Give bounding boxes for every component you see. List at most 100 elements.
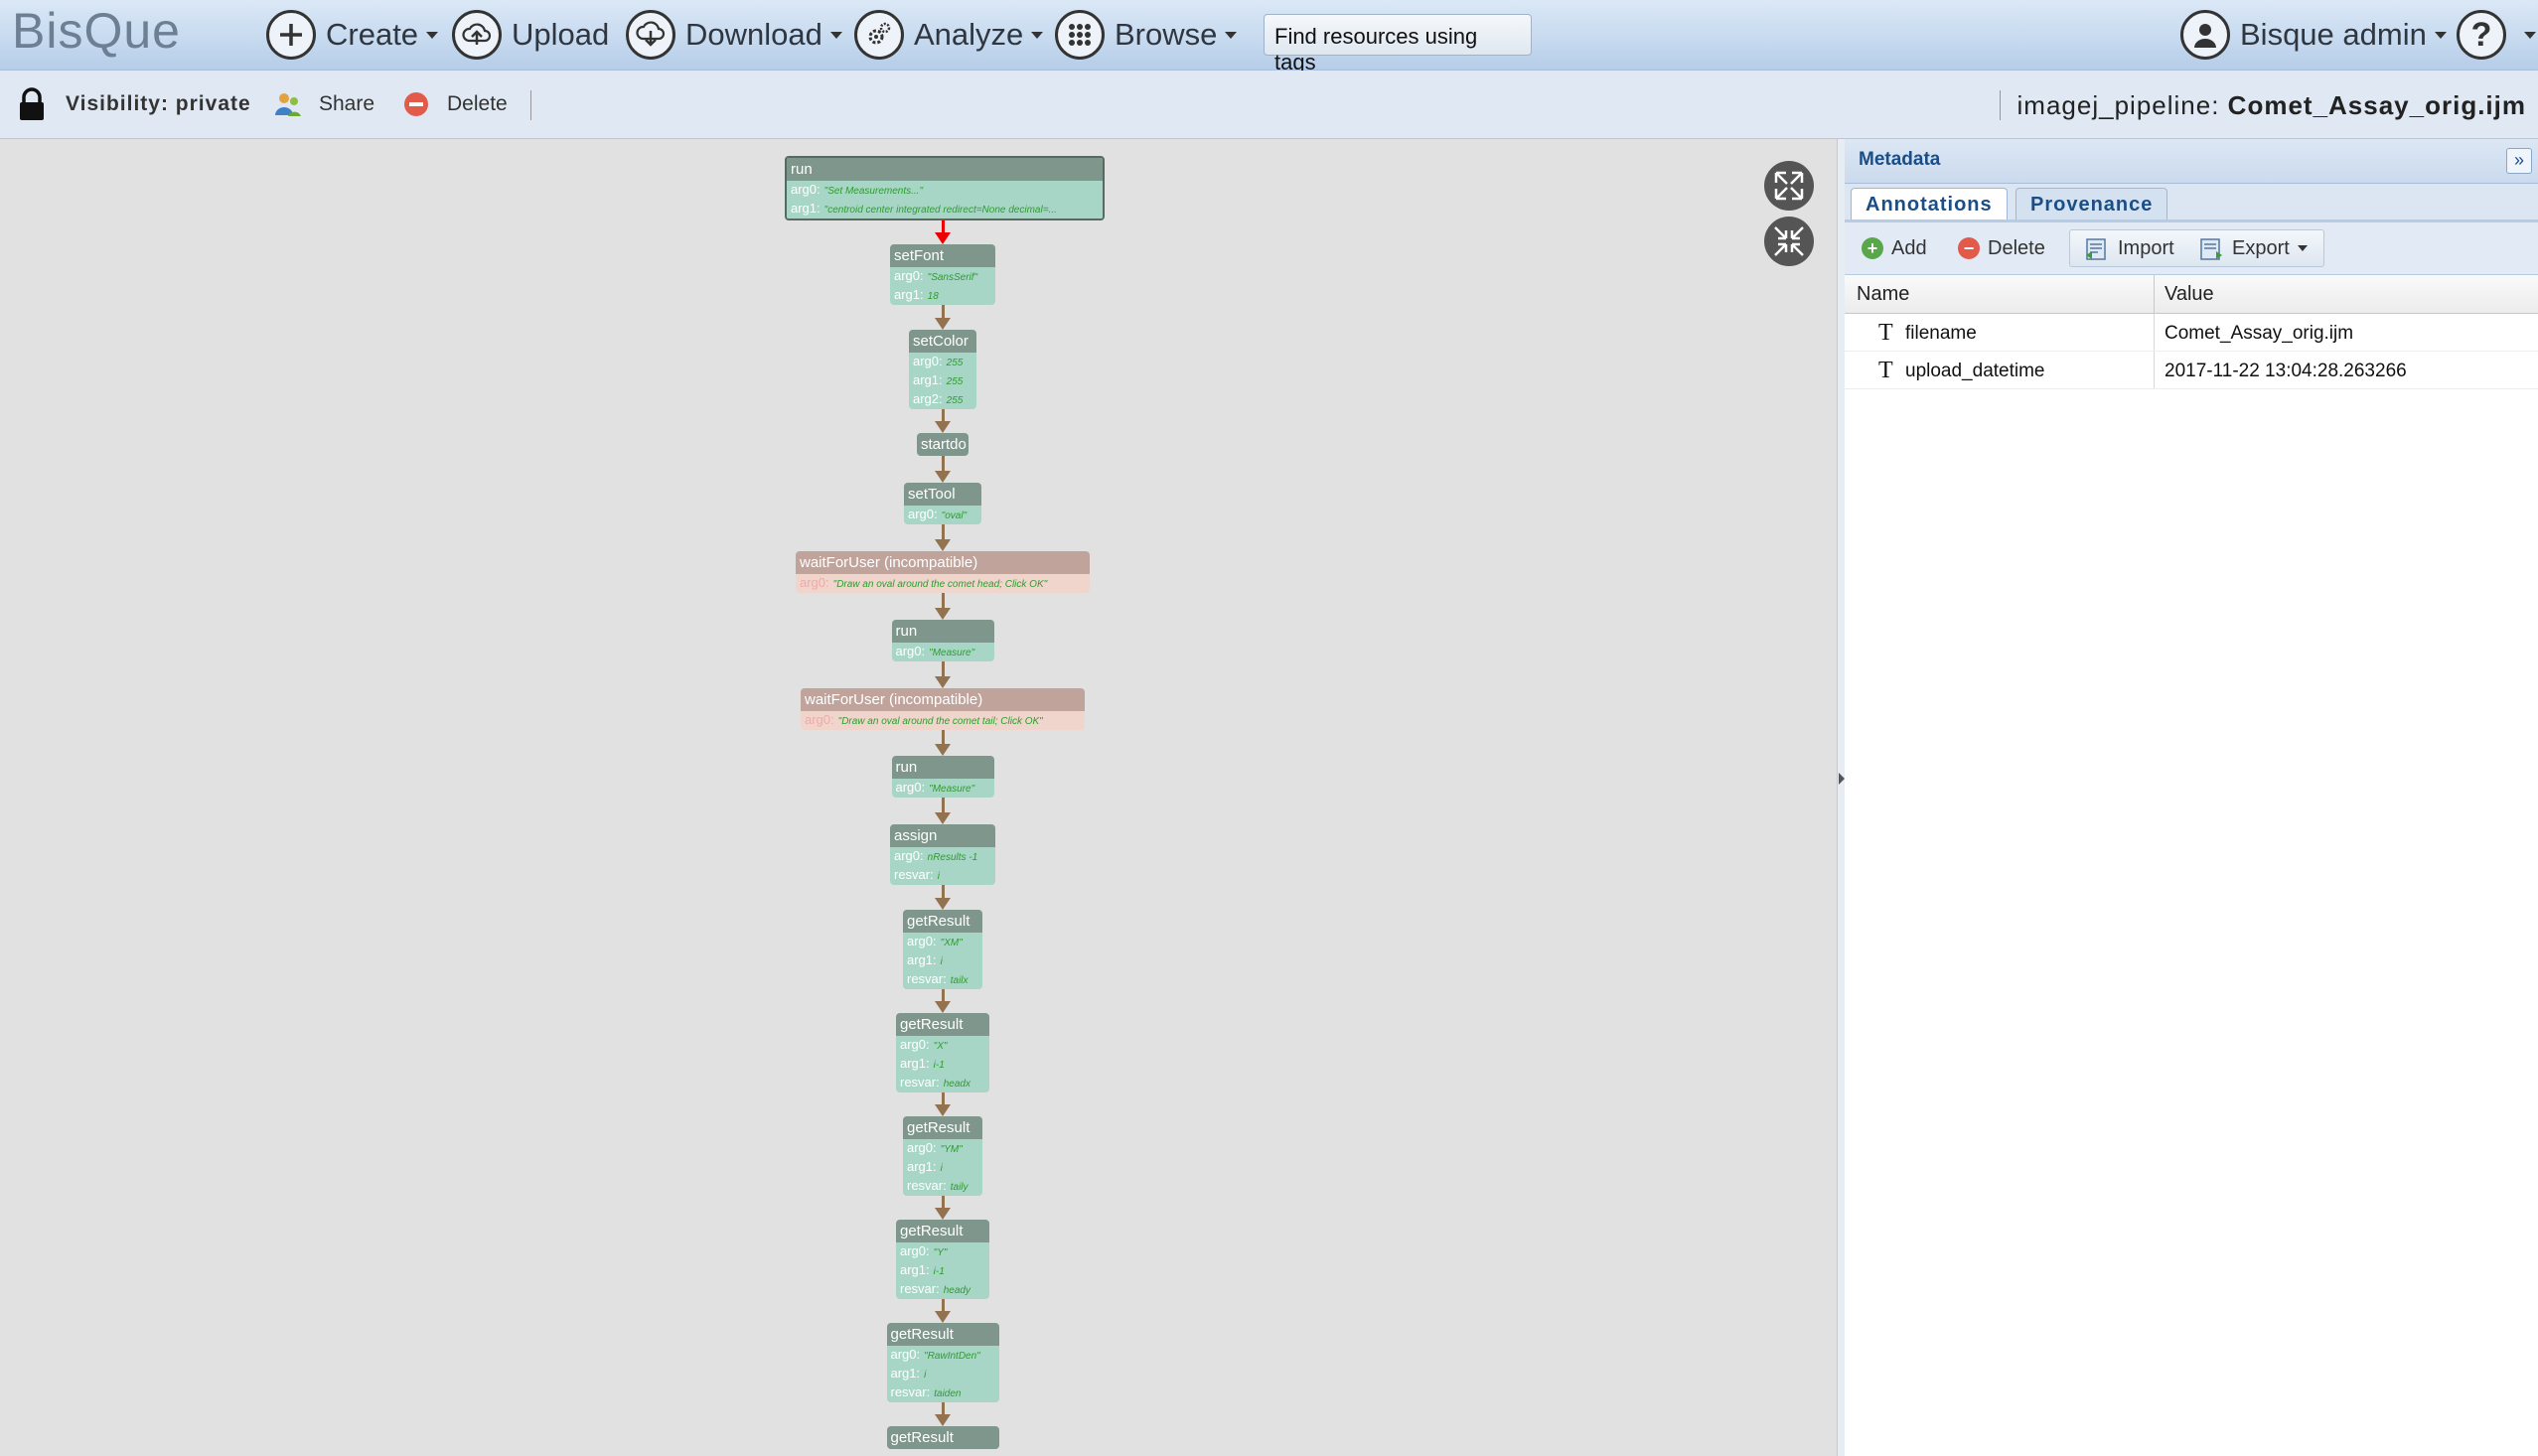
annotation-value[interactable]: 2017-11-22 13:04:28.263266: [2165, 361, 2407, 381]
connector-arrow-icon: [935, 676, 951, 688]
chevron-down-icon: [2297, 245, 2308, 251]
arg-key: arg1:: [791, 201, 821, 216]
pipeline-step-arg: resvar:heady: [896, 1280, 989, 1299]
cell-divider: [2154, 314, 2155, 351]
download-menu[interactable]: Download: [626, 8, 842, 62]
tag-search-input[interactable]: Find resources using tags: [1264, 14, 1532, 74]
share-label: Share: [319, 92, 375, 115]
pipeline-step[interactable]: waitForUser (incompatible)arg0:"Draw an …: [801, 688, 1085, 730]
chevron-down-icon: [426, 31, 439, 39]
pipeline-step-title: getResult: [896, 1013, 989, 1036]
bisque-logo[interactable]: BisQue: [12, 3, 181, 59]
pipeline-step-arg: arg1:255: [909, 371, 976, 390]
connector-arrow-icon: [935, 471, 951, 483]
arg-key: arg1:: [900, 1056, 930, 1071]
pipeline-step-title: startdo: [917, 433, 969, 456]
column-value[interactable]: Value: [2165, 283, 2214, 305]
metadata-tools: + Add − Delete Import Export: [1845, 222, 2538, 275]
pipeline-step-arg: arg1:i: [903, 1158, 982, 1177]
arg-key: arg2:: [913, 391, 943, 406]
arg-value: "centroid center integrated redirect=Non…: [823, 205, 1057, 216]
pipeline-step-arg: arg1:i: [886, 1365, 999, 1383]
arg-value: "oval": [941, 510, 968, 521]
column-divider[interactable]: [2154, 275, 2155, 313]
help-menu[interactable]: ?: [2457, 8, 2536, 62]
pipeline-step-arg: arg1:i: [903, 951, 982, 970]
pipeline-step-title: getResult: [903, 1116, 982, 1139]
connector-line: [942, 456, 945, 473]
pipeline-step[interactable]: getResult: [886, 1426, 999, 1449]
import-button[interactable]: Import: [2073, 229, 2185, 267]
browse-menu[interactable]: Browse: [1055, 8, 1238, 62]
visibility-label: Visibility: private: [66, 92, 251, 115]
create-menu[interactable]: Create: [266, 8, 439, 62]
help-icon: ?: [2457, 10, 2506, 60]
annotation-name[interactable]: filename: [1905, 323, 1977, 344]
connector-arrow-icon: [935, 608, 951, 620]
metadata-title: Metadata: [1859, 149, 1941, 170]
pipeline-step-title: getResult: [903, 910, 982, 933]
connector-line: [942, 730, 945, 746]
collapse-panel-icon[interactable]: »: [2506, 148, 2532, 174]
pipeline-step-title: setTool: [904, 483, 981, 506]
grid-icon: [1055, 10, 1105, 60]
arg-key: resvar:: [894, 867, 934, 882]
create-label: Create: [326, 17, 419, 52]
panel-splitter[interactable]: [1837, 139, 1846, 1456]
upload-button[interactable]: Upload: [452, 8, 609, 62]
arg-value: taily: [950, 1182, 969, 1193]
connector-arrow-icon: [935, 1001, 951, 1013]
tab-provenance[interactable]: Provenance: [2015, 188, 2168, 219]
collapse-arrow-icon[interactable]: [1839, 773, 1845, 785]
pipeline-step[interactable]: startdo: [917, 433, 969, 456]
pipeline-step[interactable]: waitForUser (incompatible)arg0:"Draw an …: [796, 551, 1090, 593]
pipeline-step-arg: arg2:255: [909, 390, 976, 409]
share-button[interactable]: Share: [273, 71, 374, 138]
column-name[interactable]: Name: [1857, 283, 1910, 305]
delete-annotation-button[interactable]: − Delete: [1947, 229, 2056, 267]
user-menu[interactable]: Bisque admin: [2180, 8, 2447, 62]
pipeline-step-arg: arg0:"YM": [903, 1139, 982, 1158]
analyze-menu[interactable]: Analyze: [854, 8, 1044, 62]
export-menu[interactable]: Export: [2187, 229, 2318, 267]
expand-button[interactable]: [1764, 161, 1814, 211]
arg-key: arg0:: [913, 354, 943, 368]
connector-arrow-icon: [935, 744, 951, 756]
connector-arrow-icon: [935, 318, 951, 330]
export-icon: [2200, 238, 2222, 260]
top-navigation-bar: BisQue Create Upload Download Analyze Br…: [0, 0, 2538, 74]
add-annotation-button[interactable]: + Add: [1851, 229, 1938, 267]
connector-arrow-icon: [935, 232, 951, 244]
export-label: Export: [2232, 236, 2290, 259]
user-avatar-icon: [2180, 10, 2230, 60]
pipeline-step-arg: arg0:"Draw an oval around the comet tail…: [801, 711, 1085, 730]
arg-value: "Draw an oval around the comet head; Cli…: [832, 579, 1048, 590]
delete-resource-button[interactable]: Delete: [403, 71, 508, 138]
tab-annotations[interactable]: Annotations: [1851, 188, 2008, 219]
pipeline-step-arg: arg0:"Set Measurements...": [787, 181, 1103, 200]
pipeline-step-title: getResult: [886, 1323, 999, 1346]
annotation-value[interactable]: Comet_Assay_orig.ijm: [2165, 323, 2354, 344]
shrink-button[interactable]: [1764, 217, 1814, 266]
pipeline-step-title: assign: [890, 824, 995, 847]
annotation-grid-header: Name Value: [1845, 275, 2538, 314]
pipeline-step-title: run: [891, 620, 994, 643]
visibility-toggle[interactable]: Visibility: private: [18, 71, 251, 138]
delete-label: Delete: [447, 92, 508, 115]
annotation-name[interactable]: upload_datetime: [1905, 361, 2045, 381]
